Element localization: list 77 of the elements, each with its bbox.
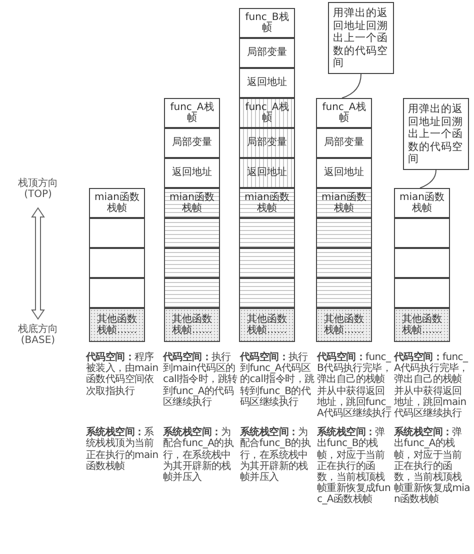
- frame-label: 局部变量: [246, 137, 288, 149]
- stack-frame-cell: [316, 128, 372, 158]
- stack-frame-cell: [394, 308, 450, 342]
- stack-space-note: 系统栈空间：为配合func_A的执行，在系统栈中为其开辟新的栈帧并压入: [163, 427, 235, 484]
- frame-label: 其他函数栈帧……: [96, 314, 138, 336]
- callout-text: 用弹出的返回地址回溯出上一个函数的代码空间: [408, 103, 464, 166]
- stack-frame-cell: [316, 158, 372, 188]
- frame-label: 返回地址: [246, 167, 288, 179]
- empty-stack-slot: [89, 278, 145, 308]
- frame-label: 其他函数栈帧……: [246, 314, 288, 336]
- stack-frame-cell: [164, 308, 220, 342]
- empty-stack-slot: [316, 278, 372, 308]
- stack-frame-cell: [89, 308, 145, 342]
- leader-line: [342, 74, 362, 98]
- empty-stack-slot: [89, 248, 145, 278]
- stack-space-note: 系统栈空间：系统栈栈顶为当前正在执行的main函数栈帧: [86, 427, 160, 472]
- empty-stack-slot: [164, 248, 220, 278]
- code-space-note: 代码空间：func_A代码执行完毕，弹出自己的栈帧并从中获得返回地址，跳回main代码区继续执行: [394, 352, 470, 420]
- stack-frame-cell: [239, 308, 295, 342]
- empty-stack-slot: [394, 248, 450, 278]
- stack-space-note: 系统栈空间：为配合func_B的执行，在系统栈中为其开辟新的栈帧并压入: [240, 427, 312, 484]
- stack-frame-cell: [164, 188, 220, 218]
- frame-label: mian函数栈帧: [244, 192, 290, 214]
- leader-line: [420, 170, 436, 188]
- empty-stack-slot: [394, 278, 450, 308]
- empty-stack-slot: [164, 218, 220, 248]
- direction-label: 栈顶方向: [17, 176, 59, 189]
- empty-stack-slot: [164, 278, 220, 308]
- callout-text: 用弹出的返回地址回溯出上一个函数的代码空间: [333, 7, 389, 70]
- frame-label: func_B栈帧: [244, 12, 290, 34]
- stack-frame-cell: [316, 98, 372, 128]
- stack-frame-cell: [239, 158, 295, 188]
- frame-label: func_A栈帧: [244, 102, 290, 124]
- stack-frame-cell: [239, 188, 295, 218]
- direction-label: 栈底方向: [17, 322, 59, 335]
- frame-label: 返回地址: [323, 167, 365, 179]
- stack-frame-cell: [164, 98, 220, 128]
- frame-label: 其他函数栈帧……: [323, 314, 365, 336]
- frame-label: mian函数栈帧: [320, 192, 368, 214]
- frame-label: mian函数栈帧: [168, 192, 216, 214]
- frame-label: 局部变量: [246, 47, 288, 59]
- empty-stack-slot: [89, 218, 145, 248]
- frame-label: 其他函数栈帧……: [401, 314, 443, 336]
- frame-label: 局部变量: [323, 137, 365, 149]
- direction-label: (TOP): [23, 189, 53, 200]
- frame-label: func_A栈帧: [169, 102, 215, 124]
- code-space-note: 代码空间：程序被装入，由main函数代码空间依次取指执行: [86, 352, 160, 397]
- code-space-note: 代码空间：执行到main代码区的call指令时，跳转到func_A的代码区继续执行: [163, 352, 238, 408]
- stack-frame-cell: [164, 158, 220, 188]
- empty-stack-slot: [394, 218, 450, 248]
- stack-frame-cell: [394, 188, 450, 218]
- empty-stack-slot: [239, 248, 295, 278]
- empty-stack-slot: [316, 248, 372, 278]
- stack-frame-cell: [239, 8, 295, 38]
- empty-stack-slot: [239, 278, 295, 308]
- stack-frame-cell: [239, 128, 295, 158]
- frame-label: 返回地址: [171, 167, 213, 179]
- empty-stack-slot: [316, 218, 372, 248]
- frame-label: 局部变量: [171, 137, 213, 149]
- stack-frame-cell: [239, 98, 295, 128]
- stack-frame-cell: [239, 68, 295, 98]
- stack-frame-cell: [164, 128, 220, 158]
- code-space-note: 代码空间：func_B代码执行完毕，弹出自己的栈帧并从中获得返回地址，跳回func_A代码区继续执行: [317, 352, 392, 420]
- frame-label: mian函数栈帧: [398, 192, 446, 214]
- empty-stack-slot: [239, 218, 295, 248]
- frame-label: func_A栈帧: [321, 102, 367, 124]
- frame-label: mian函数栈帧: [94, 192, 140, 214]
- stack-space-note: 系统栈空间：弹出func_B的栈帧，对应于当前正在执行的函数，当前栈顶栈帧重新恢复成func_A函数栈帧: [317, 427, 392, 506]
- code-space-note: 代码空间：执行到func_A代码区的call指令时，跳转到func_B的代码区继续执行: [240, 352, 316, 408]
- stack-frame-cell: [89, 188, 145, 218]
- stack-frame-cell: [316, 188, 372, 218]
- frame-label: 其他函数栈帧……: [171, 314, 213, 336]
- frame-label: 返回地址: [246, 77, 288, 89]
- stack-frame-cell: [316, 308, 372, 342]
- stack-space-note: 系统栈空间：弹出func_A的栈帧，对应于当前正在执行的函数，当前栈顶栈帧重新恢复成mian函数栈帧: [394, 427, 470, 506]
- stack-frame-cell: [239, 38, 295, 68]
- direction-label: (BASE): [20, 335, 56, 346]
